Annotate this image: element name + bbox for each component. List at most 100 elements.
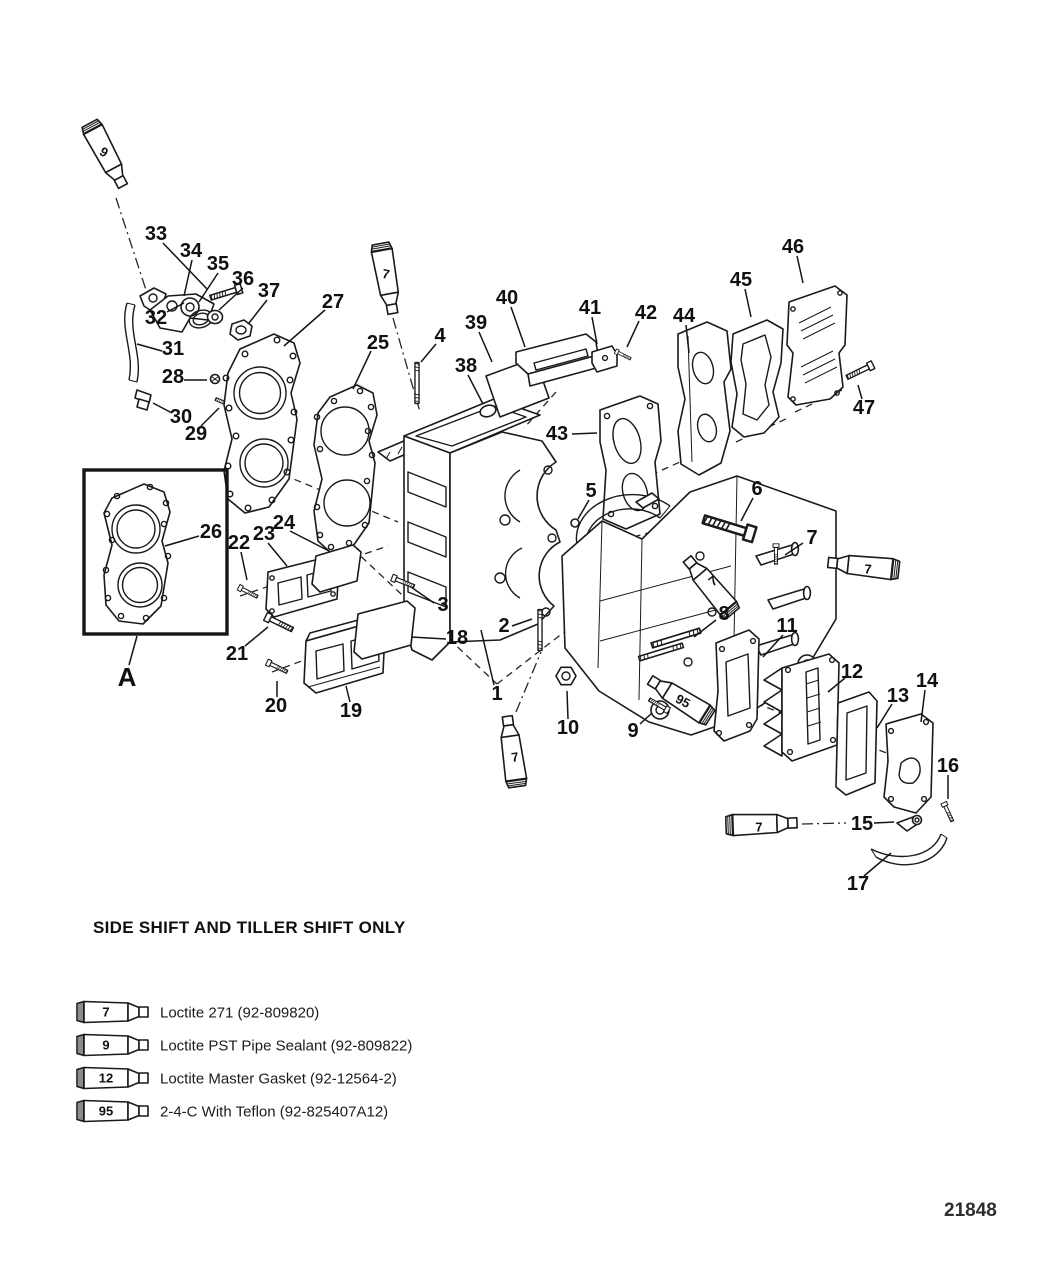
callout-3: 3 bbox=[437, 594, 448, 616]
callout-46: 46 bbox=[782, 236, 804, 258]
leader-line-14 bbox=[920, 689, 926, 723]
inset-letter: A bbox=[118, 662, 137, 692]
leader-line-33 bbox=[162, 242, 208, 290]
leader-line-27 bbox=[283, 309, 326, 347]
callout-40: 40 bbox=[496, 287, 518, 309]
part-top-plate-group bbox=[479, 333, 633, 418]
tube-label-7: 7 bbox=[864, 561, 872, 576]
callout-4: 4 bbox=[434, 325, 446, 347]
callout-16: 16 bbox=[937, 755, 959, 777]
legend-tube-code: 95 bbox=[99, 1104, 113, 1119]
legend: 7 Loctite 271 (92-809820) 9 Loctite PST … bbox=[76, 1000, 412, 1123]
callout-13: 13 bbox=[887, 685, 909, 707]
leader-line-25 bbox=[352, 350, 372, 390]
inset-box bbox=[82, 468, 229, 666]
part-intake-adaptor bbox=[677, 321, 732, 476]
leader-line-47 bbox=[857, 384, 863, 400]
part-thermostat-cluster bbox=[124, 282, 253, 411]
callout-45: 45 bbox=[730, 269, 752, 291]
callout-12: 12 bbox=[841, 661, 863, 683]
leader-line-10 bbox=[566, 690, 569, 720]
part-head-cover bbox=[222, 333, 301, 514]
legend-item: 12 Loctite Master Gasket (92-12564-2) bbox=[76, 1066, 397, 1090]
leader-line-31 bbox=[136, 343, 163, 352]
callout-6: 6 bbox=[751, 478, 762, 500]
callout-38: 38 bbox=[455, 355, 477, 377]
leader-line-23 bbox=[267, 542, 288, 567]
leader-line-6 bbox=[740, 497, 754, 522]
leader-line-9 bbox=[639, 712, 653, 725]
callout-33: 33 bbox=[145, 223, 167, 245]
leader-line-41 bbox=[591, 316, 598, 345]
leader-line-12 bbox=[827, 677, 846, 693]
callout-37: 37 bbox=[258, 280, 280, 302]
leader-line-43 bbox=[571, 432, 598, 435]
callout-2: 2 bbox=[498, 615, 509, 637]
tube-label-95: 95 bbox=[673, 691, 693, 711]
callout-43: 43 bbox=[546, 423, 568, 445]
part-intake-gasket bbox=[730, 319, 784, 438]
callout-31: 31 bbox=[162, 338, 184, 360]
leader-line-11 bbox=[762, 634, 784, 658]
tube-label-7: 7 bbox=[510, 749, 519, 765]
leader-line-18 bbox=[410, 636, 447, 640]
leader-line-44 bbox=[685, 324, 690, 354]
callout-17: 17 bbox=[847, 873, 869, 895]
callout-11: 11 bbox=[776, 615, 797, 637]
leader-line-8 bbox=[693, 619, 717, 638]
legend-item-label: Loctite PST Pipe Sealant (92-809822) bbox=[160, 1038, 412, 1055]
callout-32: 32 bbox=[145, 307, 167, 329]
leader-line-39 bbox=[478, 331, 493, 363]
leader-line-35 bbox=[198, 272, 219, 303]
callout-8: 8 bbox=[718, 603, 729, 625]
leader-line-2 bbox=[511, 618, 533, 627]
leader-line-29 bbox=[200, 407, 220, 427]
leader-line-1 bbox=[480, 629, 495, 686]
leader-line-7 bbox=[784, 542, 804, 556]
leader-line-3 bbox=[410, 586, 435, 604]
leader-line-26 bbox=[164, 535, 200, 547]
callout-47: 47 bbox=[853, 397, 875, 419]
callout-5: 5 bbox=[585, 480, 596, 502]
callout-25: 25 bbox=[367, 332, 389, 354]
callout-14: 14 bbox=[916, 670, 939, 692]
callout-23: 23 bbox=[253, 523, 275, 545]
callout-30: 30 bbox=[170, 406, 192, 428]
callout-21: 21 bbox=[226, 643, 248, 665]
callout-35: 35 bbox=[207, 253, 229, 275]
leader-line-36 bbox=[218, 287, 244, 311]
tube-label-7: 7 bbox=[755, 819, 763, 834]
callout-1: 1 bbox=[491, 683, 502, 705]
callout-7: 7 bbox=[806, 527, 817, 549]
callout-19: 19 bbox=[340, 700, 362, 722]
legend-item-label: Loctite Master Gasket (92-12564-2) bbox=[160, 1071, 397, 1088]
legend-tube-code: 9 bbox=[102, 1038, 109, 1053]
leader-line-5 bbox=[577, 499, 590, 520]
leader-line-30 bbox=[152, 402, 173, 414]
callout-15: 15 bbox=[851, 813, 873, 835]
leader-line-34 bbox=[183, 259, 193, 297]
leader-line-21 bbox=[244, 626, 269, 647]
callout-18: 18 bbox=[446, 627, 468, 649]
callout-44: 44 bbox=[673, 305, 696, 327]
leader-line-13 bbox=[876, 703, 893, 729]
page-title: SIDE SHIFT AND TILLER SHIFT ONLY bbox=[93, 918, 406, 937]
callout-20: 20 bbox=[265, 695, 287, 717]
part-exhaust-covers bbox=[236, 544, 416, 694]
leader-line-40 bbox=[510, 306, 526, 348]
tube-label-7: 7 bbox=[381, 266, 391, 282]
legend-tube-code: 7 bbox=[102, 1005, 109, 1020]
leader-line-32 bbox=[166, 302, 185, 313]
callout-10: 10 bbox=[557, 717, 579, 739]
legend-item-label: 2-4-C With Teflon (92-825407A12) bbox=[160, 1104, 388, 1121]
leader-line-24 bbox=[289, 530, 330, 552]
legend-tube-code: 12 bbox=[99, 1071, 113, 1086]
leader-line-46 bbox=[796, 255, 804, 284]
callout-27: 27 bbox=[322, 291, 344, 313]
leader-line-15 bbox=[873, 821, 895, 824]
callout-29: 29 bbox=[185, 423, 207, 445]
drawing-number: 21848 bbox=[944, 1200, 997, 1221]
